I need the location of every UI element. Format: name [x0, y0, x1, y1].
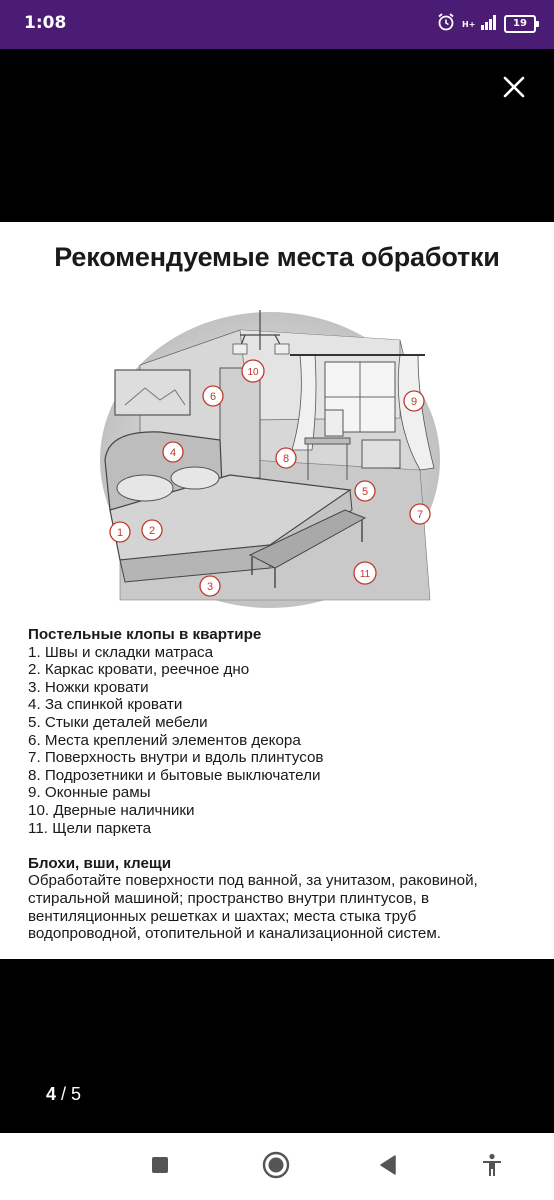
accessibility-button[interactable]: [476, 1151, 508, 1183]
list-item: 5. Стыки деталей мебели: [28, 713, 208, 731]
signal-icon: [480, 14, 498, 34]
marker-11: 11: [353, 561, 377, 585]
bedbugs-list: 1. Швы и складки матраса 2. Каркас крова…: [28, 644, 533, 838]
page-separator: /: [56, 1084, 72, 1104]
marker-9: 9: [403, 390, 425, 412]
svg-text:9: 9: [411, 396, 417, 408]
list-item: 1. Швы и складки матраса: [28, 643, 214, 661]
fleas-text: Обработайте поверхности под ванной, за у…: [28, 872, 478, 943]
bedbugs-heading: Постельные клопы в квартире: [28, 626, 262, 643]
home-button[interactable]: [260, 1151, 292, 1183]
list-item: 9. Оконные рамы: [28, 784, 151, 802]
marker-4: 4: [162, 441, 184, 463]
list-item: 3. Ножки кровати: [28, 678, 149, 696]
list-item: 7. Поверхность внутри и вдоль плинтусов: [28, 749, 324, 767]
list-item: 10. Дверные наличники: [28, 801, 195, 819]
svg-text:3: 3: [207, 581, 213, 593]
bedroom-illustration: 1 2 3 4 5 6 7 8 9 10 11: [100, 310, 440, 608]
svg-text:2: 2: [149, 525, 155, 537]
navigation-bar: [0, 1133, 554, 1200]
recents-square-icon: [151, 1156, 169, 1178]
close-button[interactable]: [494, 69, 534, 109]
page-counter: 4 / 5: [46, 1084, 81, 1105]
alarm-icon: [436, 12, 456, 36]
svg-text:11: 11: [360, 569, 371, 580]
status-icons: H+ 19: [436, 12, 539, 36]
close-icon: [503, 76, 525, 102]
list-item: 4. За спинкой кровати: [28, 696, 183, 714]
status-bar: 1:08 H+ 19: [0, 0, 554, 49]
list-item: 8. Подрозетники и бытовые выключатели: [28, 766, 321, 784]
accessibility-icon: [481, 1153, 503, 1181]
home-circle-icon: [262, 1151, 290, 1183]
svg-text:1: 1: [117, 527, 123, 539]
battery-icon: 19: [504, 15, 539, 33]
svg-text:6: 6: [210, 391, 216, 403]
marker-6: 6: [202, 385, 224, 407]
fleas-heading: Блохи, вши, клещи: [28, 854, 172, 872]
back-button[interactable]: [372, 1151, 404, 1183]
marker-2: 2: [141, 519, 163, 541]
marker-3: 3: [199, 575, 221, 597]
status-time: 1:08: [24, 13, 67, 33]
marker-10: 10: [241, 359, 265, 383]
marker-7: 7: [409, 503, 431, 525]
total-pages: 5: [71, 1084, 82, 1104]
recents-button[interactable]: [144, 1151, 176, 1183]
marker-8: 8: [275, 447, 297, 469]
back-triangle-icon: [379, 1155, 397, 1179]
network-type: H+: [462, 19, 476, 29]
svg-text:5: 5: [362, 486, 368, 498]
document-text: Постельные клопы в квартире 1. Швы и скл…: [28, 626, 533, 943]
marker-5: 5: [354, 480, 376, 502]
marker-1: 1: [109, 521, 131, 543]
svg-text:4: 4: [170, 447, 176, 459]
page-title: Рекомендуемые места обработки: [54, 242, 500, 272]
list-item: 6. Места креплений элементов декора: [28, 731, 301, 749]
list-item: 2. Каркас кровати, реечное дно: [28, 661, 250, 679]
current-page: 4: [46, 1084, 57, 1104]
svg-text:10: 10: [247, 367, 259, 378]
list-item: 11. Щели паркета: [28, 819, 152, 837]
document-page: Рекомендуемые места обработки: [0, 222, 554, 959]
svg-text:8: 8: [283, 453, 289, 465]
svg-text:7: 7: [417, 509, 423, 521]
